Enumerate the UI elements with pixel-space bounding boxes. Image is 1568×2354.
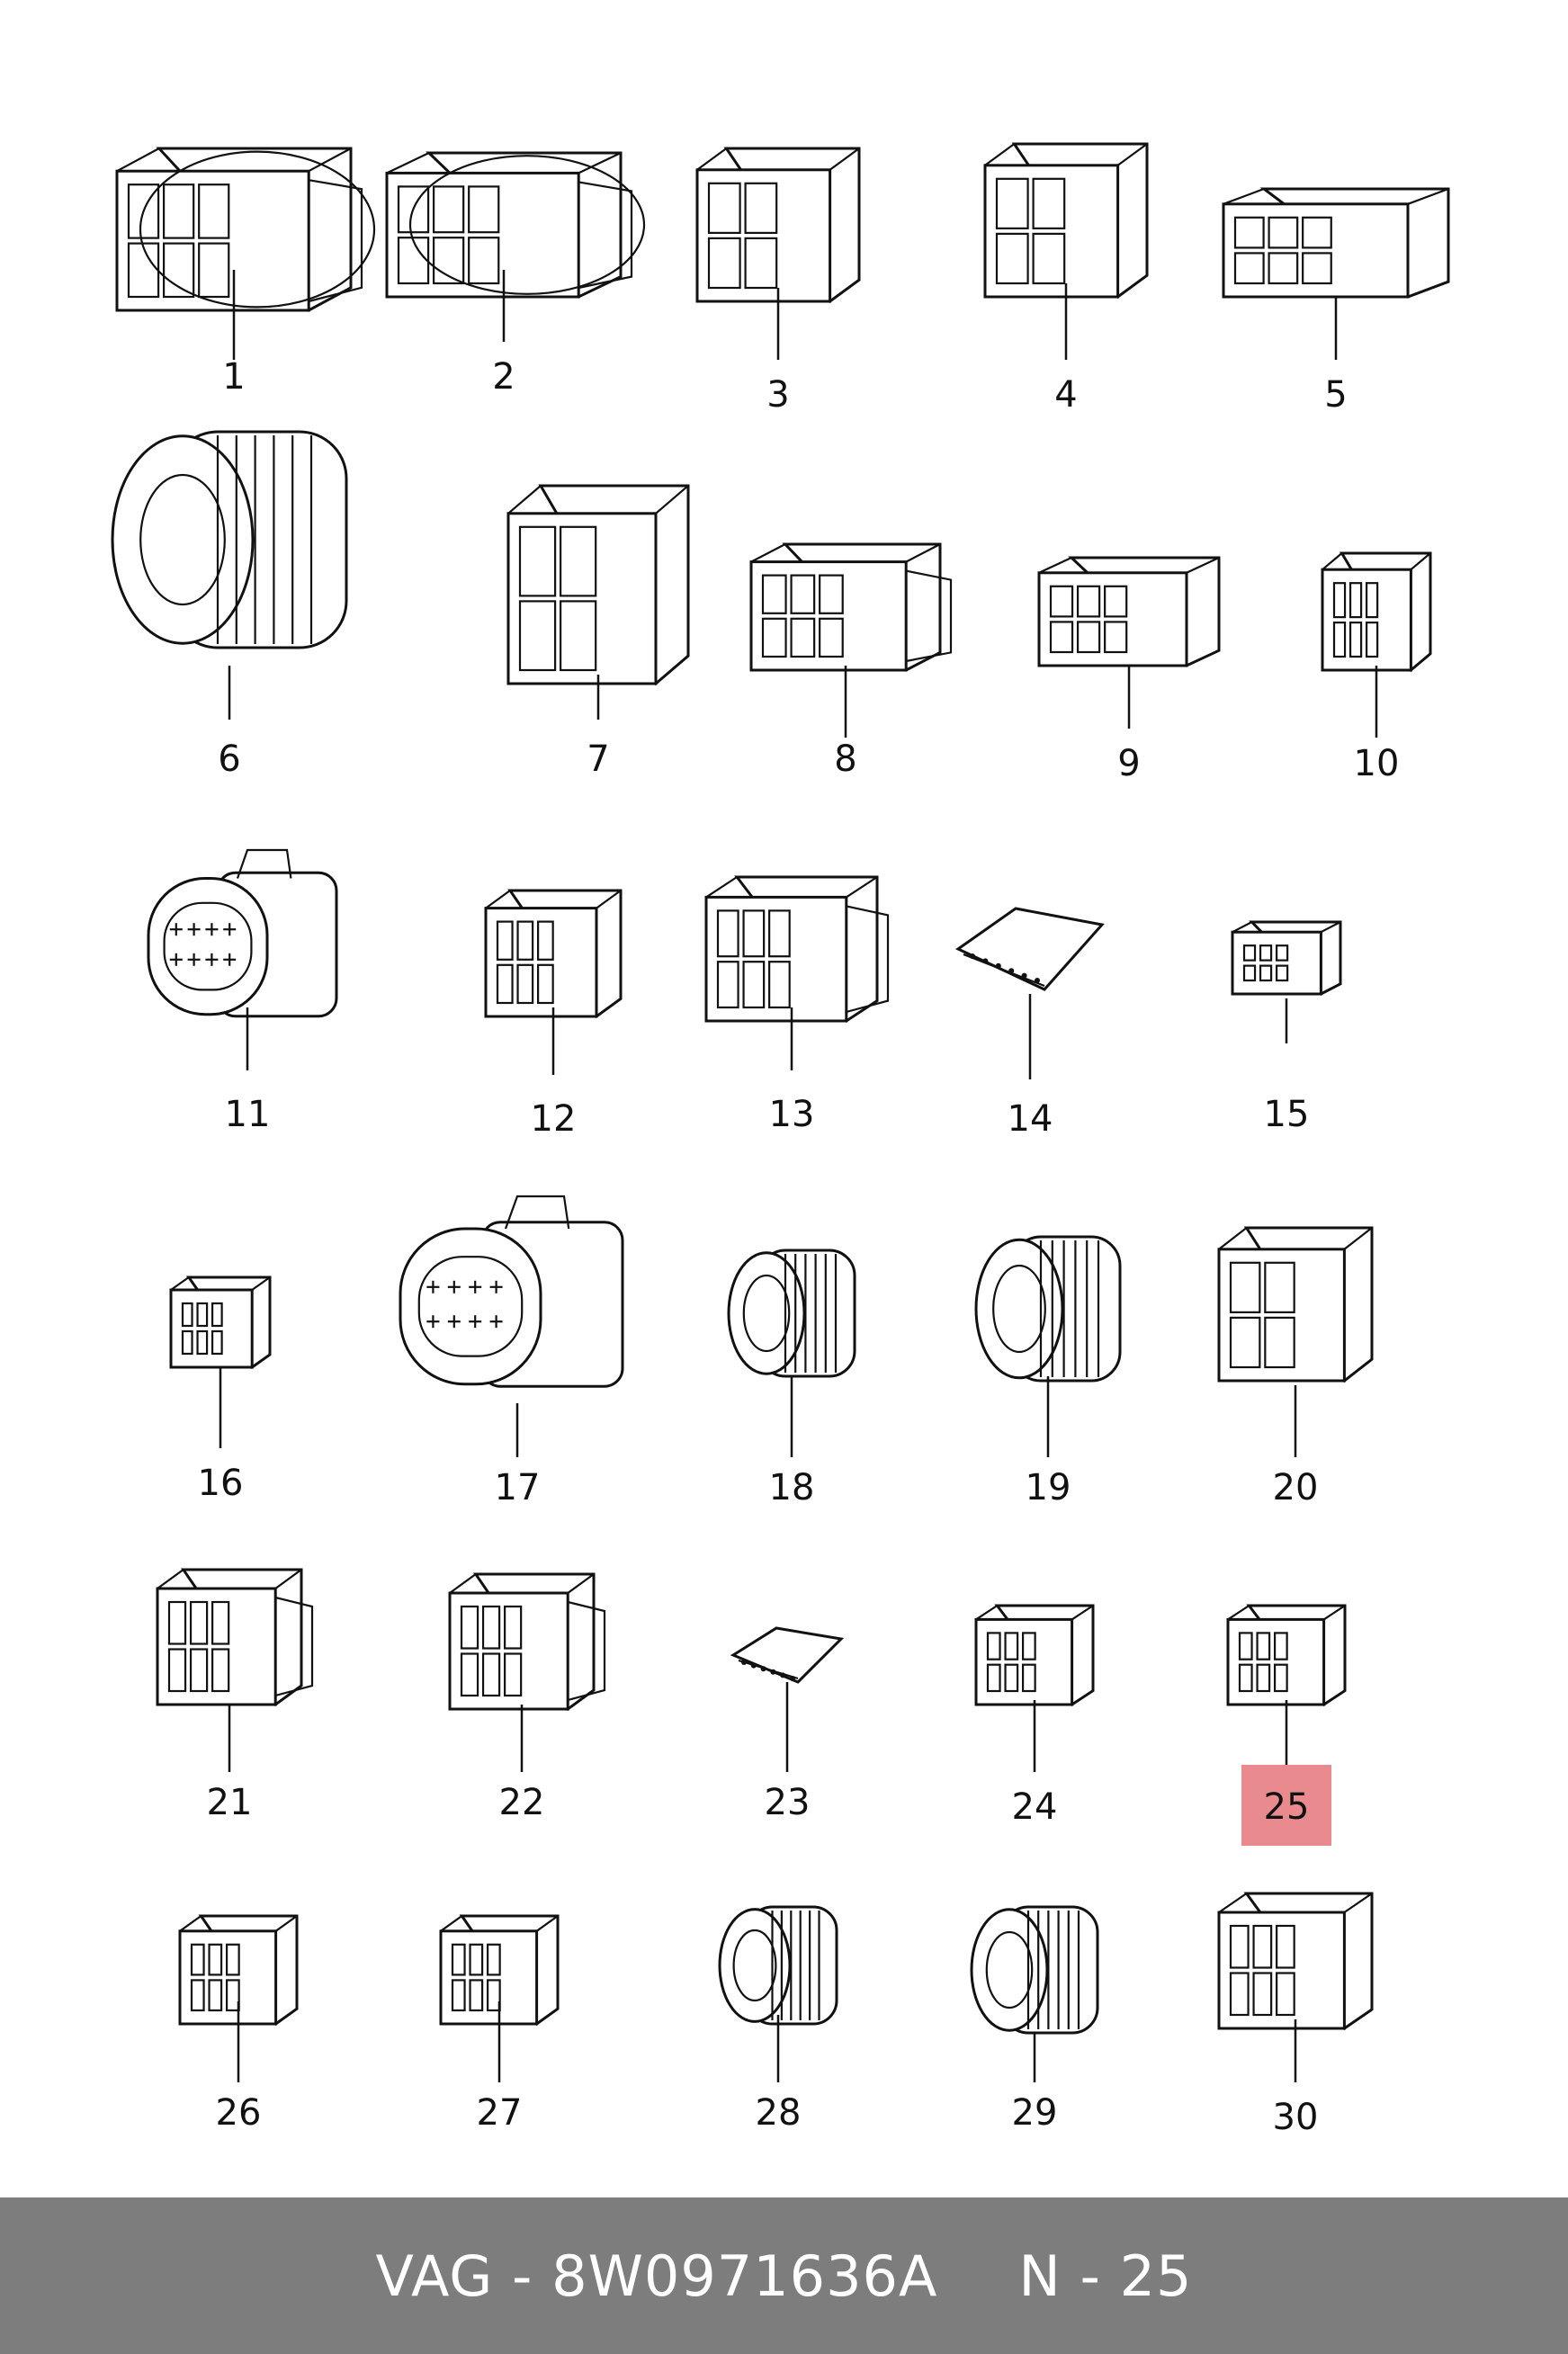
connector-part (385, 151, 646, 299)
part-index-label: 20 (1273, 1467, 1319, 1508)
connector-part (147, 848, 338, 1018)
connector-part (1321, 551, 1432, 673)
part-index-label: 28 (756, 2092, 802, 2134)
part-index-label: 15 (1264, 1094, 1310, 1135)
connector-part (983, 142, 1149, 300)
part-number-text: VAG - 8W0971636A (375, 2242, 938, 2309)
connector-part (749, 542, 953, 672)
part-index-label: 22 (499, 1782, 545, 1823)
connector-part (448, 1572, 606, 1712)
connector-part (1217, 1226, 1374, 1383)
connector-part (1231, 920, 1342, 996)
part-index-label: 1 (222, 356, 245, 398)
connector-part (399, 1195, 624, 1388)
connector-part (1217, 1892, 1374, 2031)
connector-part (178, 1914, 299, 2027)
part-index-label: 24 (1012, 1786, 1058, 1828)
connector-part (704, 875, 890, 1024)
part-index-label: 7 (587, 738, 609, 780)
part-index-label: 9 (1117, 743, 1140, 784)
connector-part (1226, 1604, 1347, 1707)
connector-part (484, 889, 623, 1019)
part-index-label: 23 (765, 1782, 811, 1823)
part-index-label: 30 (1273, 2097, 1319, 2138)
part-index-label: 19 (1026, 1467, 1071, 1508)
part-index-label: 6 (218, 738, 240, 780)
part-index-label: 8 (834, 738, 856, 780)
part-index-label: 5 (1324, 374, 1347, 416)
connector-part (111, 430, 348, 649)
connector-part (115, 147, 376, 312)
highlight-box (1241, 1765, 1331, 1846)
connector-part (1037, 556, 1221, 667)
footer-bar: VAG - 8W0971636A N - 25 (0, 2197, 1568, 2354)
connector-part (974, 1235, 1122, 1383)
position-text: N - 25 (1018, 2242, 1193, 2309)
connector-part (506, 484, 690, 686)
part-index-label: 14 (1008, 1098, 1053, 1140)
part-index-label: 29 (1012, 2092, 1058, 2134)
part-index-label: 26 (216, 2092, 262, 2134)
connector-part (695, 147, 861, 304)
connector-part (955, 907, 1105, 991)
connector-part (974, 1604, 1095, 1707)
part-index-label: 12 (531, 1098, 577, 1140)
part-index-label: 16 (198, 1463, 244, 1504)
part-index-label: 2 (492, 356, 515, 398)
connector-part (169, 1275, 272, 1370)
part-index-label: 17 (495, 1467, 541, 1508)
connector-part (730, 1626, 845, 1684)
part-index-label: 27 (477, 2092, 523, 2134)
part-index-label: 18 (769, 1467, 815, 1508)
part-index-label: 11 (225, 1094, 271, 1135)
part-index-label: 10 (1354, 743, 1400, 784)
connector-part (439, 1914, 560, 2027)
part-index-label: 25 (1264, 1786, 1310, 1828)
part-index-label: 13 (769, 1094, 815, 1135)
part-index-label: 3 (766, 374, 789, 416)
connector-part (1222, 187, 1450, 299)
connector-part (718, 1905, 838, 2026)
part-index-label: 21 (207, 1782, 253, 1823)
connector-part (727, 1249, 856, 1378)
connector-part (156, 1568, 314, 1707)
connector-part (970, 1905, 1099, 2035)
part-index-label: 4 (1054, 374, 1077, 416)
